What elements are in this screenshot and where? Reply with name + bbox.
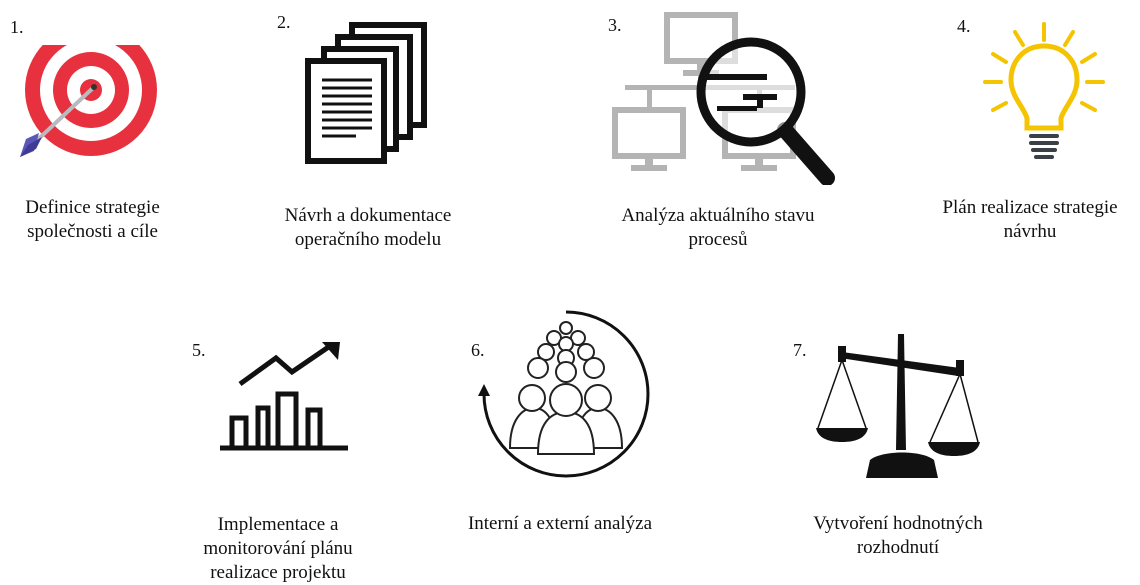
step-label: Interní a externí analýza bbox=[467, 513, 653, 534]
step-number: 2. bbox=[277, 12, 291, 32]
step-number: 1. bbox=[10, 17, 24, 37]
balance-scale-icon bbox=[816, 334, 980, 478]
step-number: 5. bbox=[192, 340, 206, 360]
lightbulb-icon bbox=[983, 22, 1105, 159]
step-number: 7. bbox=[793, 340, 807, 360]
step-label: Analýza aktuálního stavu procesů bbox=[621, 205, 815, 250]
growth-chart-icon bbox=[220, 342, 348, 451]
step-label: Vytvoření hodnotných rozhodnutí bbox=[813, 513, 983, 558]
step-label: Návrh a dokumentace operačního modelu bbox=[284, 205, 452, 250]
step-number: 4. bbox=[957, 16, 971, 36]
step-label: Plán realizace strategie návrhu bbox=[942, 197, 1118, 242]
target-icon bbox=[20, 45, 157, 157]
step-number: 6. bbox=[471, 340, 485, 360]
network-magnifier-icon bbox=[612, 12, 835, 185]
step-number: 3. bbox=[608, 15, 622, 35]
documents-icon bbox=[305, 22, 427, 164]
step-label: Implementace a monitorování plánu realiz… bbox=[203, 514, 353, 583]
people-group-cycle-icon bbox=[478, 310, 650, 478]
step-label: Definice strategie společnosti a cíle bbox=[25, 197, 160, 242]
